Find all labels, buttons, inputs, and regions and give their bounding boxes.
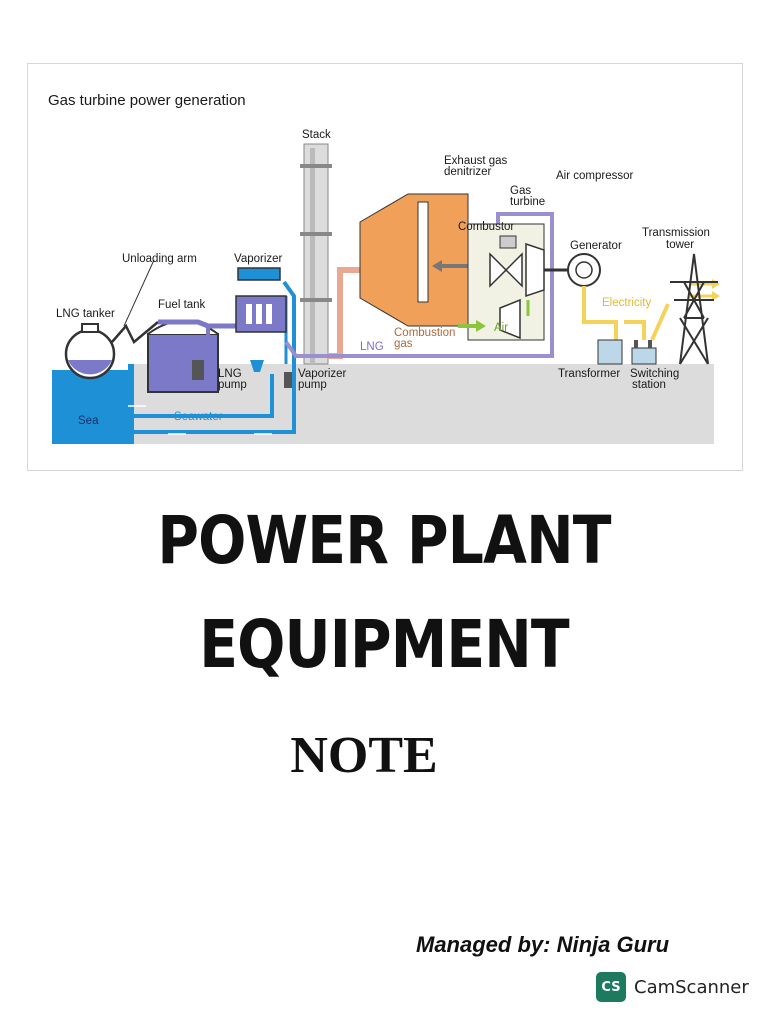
managed-by: Managed by: Ninja Guru — [416, 932, 670, 957]
label-stack: Stack — [302, 129, 331, 141]
label-electricity: Electricity — [602, 297, 651, 309]
label-lng-pump-2: pump — [218, 379, 247, 391]
electricity-line — [624, 320, 646, 340]
stack-ring — [300, 298, 332, 302]
label-vaporizer: Vaporizer — [234, 253, 283, 265]
camscanner-watermark: CS CamScanner — [596, 972, 749, 1002]
transformer — [597, 339, 623, 365]
unloading-arm — [111, 321, 159, 344]
stack-shade — [310, 148, 315, 364]
switching-station — [631, 347, 657, 365]
lng-line-join — [284, 340, 298, 358]
label-seawater: Seawater — [174, 411, 223, 423]
switching-insulator — [634, 340, 638, 348]
cover-title-line1: POWER PLANT — [157, 502, 611, 579]
lng-tanker-fill — [68, 360, 112, 375]
fuel-tank — [147, 333, 219, 393]
seawater-intake — [250, 360, 264, 372]
combustor — [499, 235, 517, 249]
generator-core — [575, 261, 593, 279]
label-station: station — [632, 379, 666, 391]
denitrizer-plate — [417, 201, 429, 303]
seawater-pipe-upper — [128, 374, 274, 418]
camscanner-logo-icon: CS — [596, 972, 626, 1002]
exhaust-gas-line — [328, 267, 360, 359]
stack — [303, 143, 329, 365]
combustion-gas-arrowhead — [432, 260, 442, 272]
air-arrowhead — [476, 320, 486, 332]
label-tower: tower — [666, 239, 694, 251]
label-unloading-arm: Unloading arm — [122, 253, 197, 265]
lng-line-to-vaporizer — [158, 319, 240, 329]
label-transmission: Transmission — [642, 227, 710, 239]
label-combustion: Combustion — [394, 327, 455, 339]
label-air: Air — [494, 322, 508, 334]
vaporizer-pump-body — [284, 372, 292, 388]
label-lng: LNG — [360, 341, 384, 353]
air-intake — [499, 298, 521, 340]
sea — [52, 370, 128, 444]
stack-ring — [300, 164, 332, 168]
transmission-tower — [670, 253, 718, 365]
vaporizer-cell — [266, 304, 272, 324]
sea-wall — [128, 364, 134, 444]
vaporizer-cell — [256, 304, 262, 324]
label-sea: Sea — [78, 415, 99, 427]
label-turbine: turbine — [510, 196, 545, 208]
gas-turbine-blades — [489, 252, 523, 288]
label-fuel-tank: Fuel tank — [158, 299, 206, 311]
label-exhaust-gas: Exhaust gas — [444, 155, 508, 167]
lng-pump-body — [192, 360, 204, 380]
lng-line-to-combustor — [294, 212, 554, 358]
seawater-pipe-lower — [128, 280, 296, 434]
output-arrowhead — [712, 279, 720, 289]
unloading-arm-leader — [123, 259, 155, 327]
label-combustor: Combustor — [458, 221, 514, 233]
label-denitrizer: denitrizer — [444, 166, 491, 178]
diagram-frame: Gas turbine power generation — [27, 63, 743, 471]
label-vaporizer-pump-2: pump — [298, 379, 327, 391]
lng-tanker-dome — [81, 323, 99, 333]
vaporizer-top — [237, 267, 281, 281]
label-gas: Gas — [510, 185, 531, 197]
label-air-compressor: Air compressor — [556, 170, 633, 182]
stack-ring — [300, 232, 332, 236]
vaporizer-cell — [246, 304, 252, 324]
electricity-line — [650, 303, 670, 341]
cover-subtitle: NOTE — [290, 727, 438, 784]
exhaust-denitrizer-housing — [359, 193, 469, 327]
label-lng-tanker: LNG tanker — [56, 308, 115, 320]
camscanner-name: CamScanner — [634, 976, 749, 998]
cover-title-line2: EQUIPMENT — [199, 606, 569, 683]
label-transformer: Transformer — [558, 368, 620, 380]
label-generator: Generator — [570, 240, 622, 252]
diagram-title: Gas turbine power generation — [48, 92, 246, 109]
label-gas-sub: gas — [394, 338, 413, 350]
label-vaporizer-pump-1: Vaporizer — [298, 368, 347, 380]
switching-insulator — [648, 340, 652, 348]
output-arrowhead — [712, 291, 720, 301]
air-compressor — [525, 242, 545, 298]
electricity-line — [582, 286, 618, 340]
label-switching: Switching — [630, 368, 679, 380]
gas-turbine-diagram: Gas turbine power generation — [48, 92, 720, 444]
label-lng-pump-1: LNG — [218, 368, 242, 380]
